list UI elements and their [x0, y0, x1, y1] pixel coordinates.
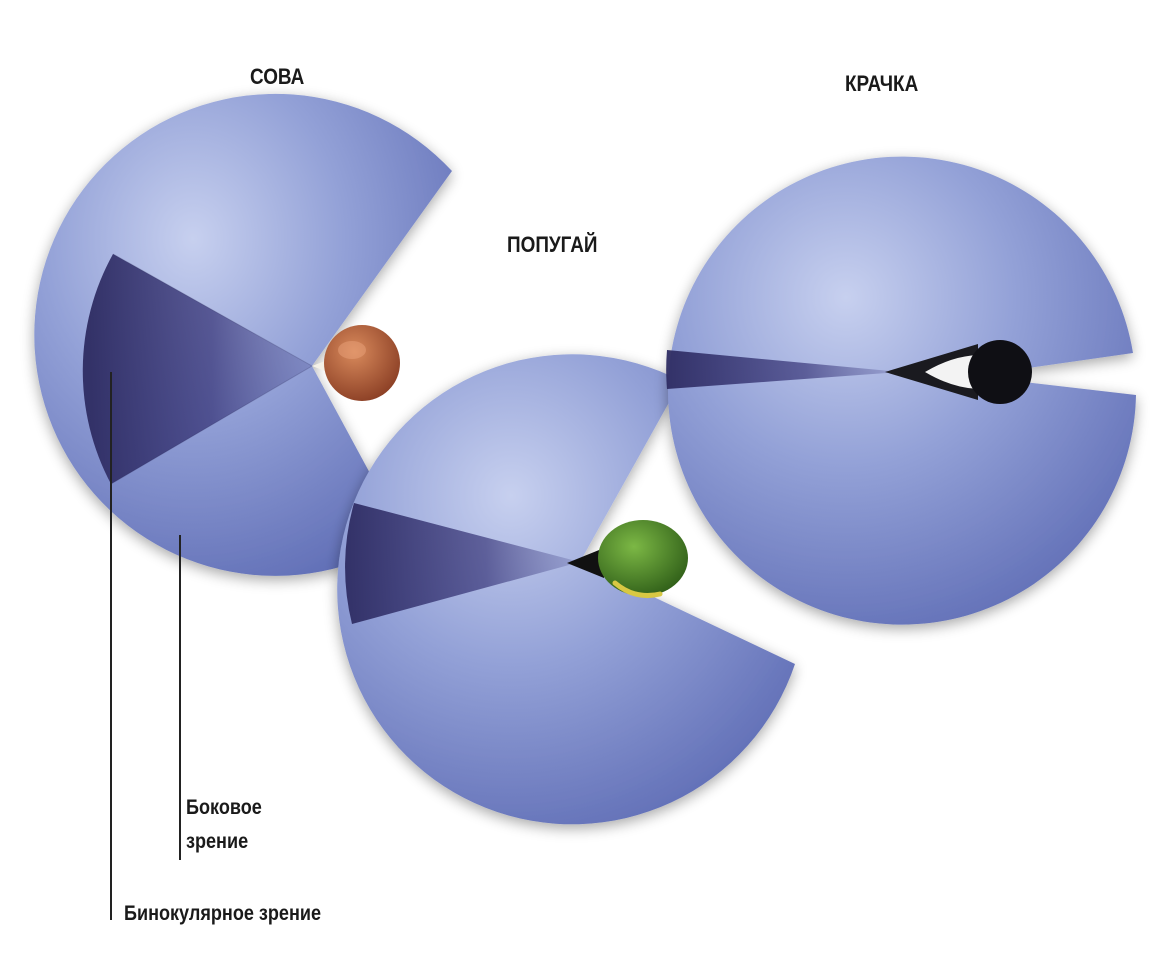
parrot-binocular-vision-sector — [345, 503, 580, 624]
tern-beak-highlight — [925, 355, 978, 389]
parrot-lateral-vision-sector — [337, 354, 795, 825]
parrot-face-accent — [612, 580, 663, 599]
parrot-head — [567, 520, 688, 599]
tern-lateral-vision-sector — [668, 156, 1136, 625]
binocular-vision-label: Бинокулярное зрение — [124, 902, 322, 925]
lateral-vision-label: Боковое зрение — [186, 791, 262, 858]
parrot-title: ПОПУГАЙ — [507, 232, 598, 257]
tern-binocular-vision-sector — [666, 350, 900, 389]
owl-head — [312, 325, 400, 401]
parrot-eye — [598, 520, 688, 596]
owl-eye — [324, 325, 400, 401]
lateral-vision-label-line1: Боковое — [186, 796, 262, 819]
tern-eye — [968, 340, 1032, 404]
lateral-vision-label-line2: зрение — [186, 829, 249, 853]
parrot-vision-field — [337, 354, 795, 825]
owl-eye-highlight — [338, 341, 366, 359]
tern-vision-field — [666, 156, 1136, 625]
parrot-beak — [567, 548, 604, 578]
owl-binocular-vision-sector — [82, 254, 312, 484]
owl-title: СОВА — [250, 64, 305, 89]
tern-head — [885, 340, 1032, 404]
tern-title: КРАЧКА — [845, 71, 919, 96]
